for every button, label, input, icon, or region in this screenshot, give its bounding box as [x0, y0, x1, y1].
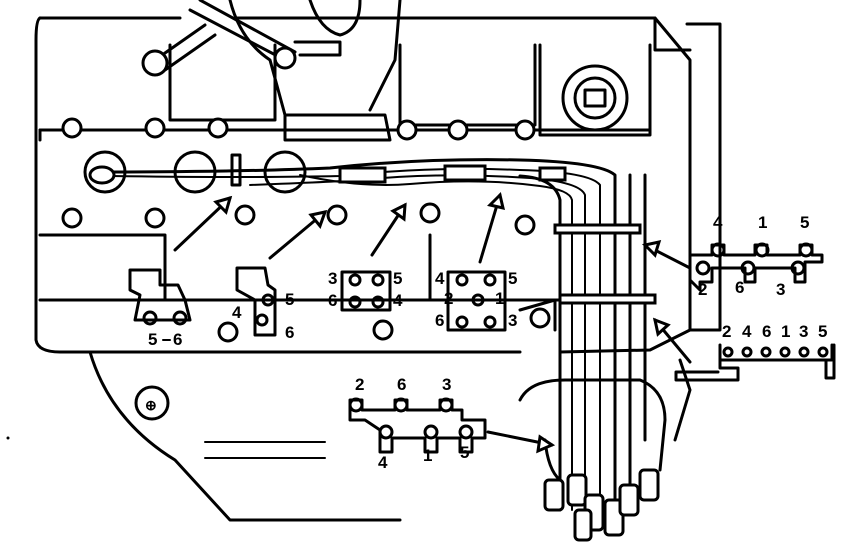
clip-b-label-1: 5 — [285, 290, 294, 309]
strip-label-5: 5 — [818, 322, 827, 341]
bracket-right-label-5: 3 — [776, 280, 785, 299]
pointer-arrows — [173, 192, 692, 454]
clip-bottom: 2 6 3 4 1 5 — [348, 375, 487, 472]
clip-d-label-0: 4 — [435, 269, 445, 288]
bracket-right-label-3: 2 — [698, 280, 707, 299]
clip-d: 4 5 2 1 6 3 — [435, 269, 517, 332]
clip-bottom-label-0: 2 — [355, 375, 364, 394]
clip-c-label-0: 3 — [328, 269, 337, 288]
strip-label-1: 4 — [742, 322, 752, 341]
bracket-right-label-1: 1 — [758, 213, 767, 232]
clip-left-label-0: 5 — [148, 330, 157, 349]
clip-b-label-2: 6 — [285, 323, 294, 342]
clip-d-label-2: 2 — [444, 289, 453, 308]
distributor-strip: 2 4 6 1 3 5 — [674, 322, 836, 382]
clip-bottom-label-2: 3 — [442, 375, 451, 394]
strip-label-4: 3 — [799, 322, 808, 341]
clip-c-label-2: 6 — [328, 291, 337, 310]
clip-b: 4 5 6 — [232, 266, 294, 342]
clip-c-label-1: 5 — [393, 269, 402, 288]
bracket-right-label-4: 6 — [735, 278, 744, 297]
clip-b-label-0: 4 — [232, 303, 242, 322]
clip-d-label-5: 3 — [508, 311, 517, 330]
bracket-right: 4 1 5 2 6 3 — [688, 213, 824, 299]
bracket-right-label-2: 5 — [800, 213, 809, 232]
clip-d-label-1: 5 — [508, 269, 517, 288]
clip-bottom-label-1: 6 — [397, 375, 406, 394]
clip-bottom-label-4: 1 — [423, 446, 432, 465]
bracket-right-label-0: 4 — [713, 213, 723, 232]
clip-c: 3 5 6 4 — [328, 269, 403, 312]
clip-left: 5 6 — [128, 268, 192, 349]
clip-d-label-3: 1 — [495, 289, 504, 308]
wire-harness — [88, 158, 667, 512]
strip-label-3: 1 — [781, 322, 790, 341]
clip-c-label-3: 4 — [393, 291, 403, 310]
clip-bottom-label-5: 5 — [460, 443, 469, 462]
clip-d-label-4: 6 — [435, 311, 444, 330]
clip-bottom-label-3: 4 — [378, 453, 388, 472]
plug-boots — [543, 468, 660, 542]
strip-label-0: 2 — [722, 322, 731, 341]
strip-label-2: 6 — [762, 322, 771, 341]
cover-mark: ⊕ — [145, 397, 157, 413]
clip-left-label-1: 6 — [173, 330, 182, 349]
cylinder-head: ⊕ — [6, 0, 722, 522]
